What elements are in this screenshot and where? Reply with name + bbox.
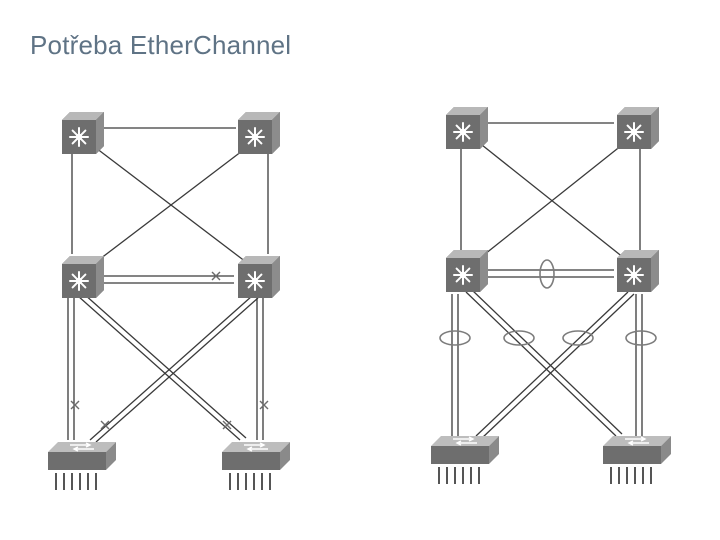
right-downlink (481, 293, 635, 439)
right-downlink (475, 291, 629, 437)
multilayer-switch-icon (61, 255, 105, 299)
right-cross-link (479, 144, 623, 259)
slide-title: Potřeba EtherChannel (30, 30, 292, 60)
right-downlink (471, 289, 623, 435)
blocked-port-mark (259, 400, 269, 410)
etherchannel-bundle (503, 330, 535, 346)
left-downlink (89, 295, 253, 441)
access-switch-icon (221, 441, 291, 491)
multilayer-switch-icon (237, 255, 281, 299)
left-topology (47, 111, 291, 491)
left-downlink (83, 293, 247, 439)
etherchannel-bundle (439, 330, 471, 346)
etherchannel-bundle (625, 330, 657, 346)
blocked-port-mark (222, 420, 232, 430)
left-downlink (77, 295, 241, 441)
etherchannel-bundle (539, 259, 555, 289)
right-downlink (465, 291, 617, 437)
multilayer-switch-icon (445, 106, 489, 150)
access-switch-icon (602, 435, 672, 485)
blocked-port-mark (211, 271, 221, 281)
multilayer-switch-icon (616, 249, 660, 293)
multilayer-switch-icon (61, 111, 105, 155)
etherchannel-bundle (562, 330, 594, 346)
multilayer-switch-icon (237, 111, 281, 155)
left-cross-link (95, 147, 247, 263)
access-switch-icon (430, 435, 500, 485)
multilayer-switch-icon (445, 249, 489, 293)
left-downlink (95, 297, 259, 443)
blocked-port-mark (70, 400, 80, 410)
right-topology (430, 106, 672, 485)
access-switch-icon (47, 441, 117, 491)
right-cross-link (481, 144, 625, 259)
blocked-port-mark (100, 420, 110, 430)
multilayer-switch-icon (616, 106, 660, 150)
